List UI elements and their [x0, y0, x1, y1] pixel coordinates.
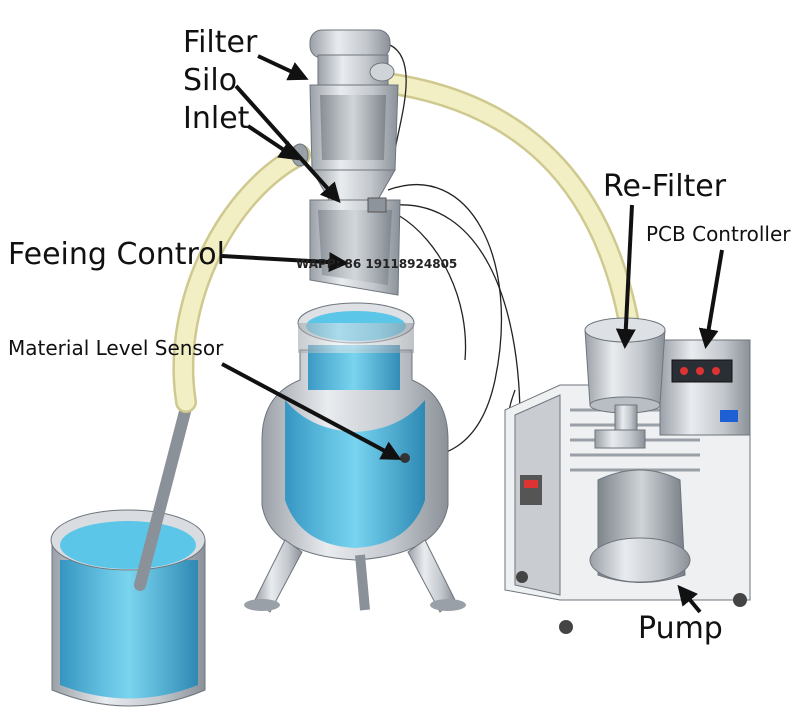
label-re-filter: Re-Filter: [603, 169, 727, 204]
label-filter: Filter: [183, 25, 258, 60]
label-pcb-controller: PCB Controller: [646, 222, 791, 246]
label-silo: Silo: [183, 63, 238, 98]
arrow-filter: [257, 54, 309, 81]
label-feeding-control: Feeing Control: [8, 237, 225, 272]
label-inlet: Inlet: [183, 101, 250, 136]
arrow-inlet: [246, 124, 300, 161]
re-filter-unit: [584, 317, 666, 449]
arrow-material-level-sensor: [221, 362, 402, 460]
arrow-pump: [677, 584, 702, 614]
suction-lance: [134, 394, 194, 591]
arrow-feeding-control: [221, 252, 349, 273]
label-pump: Pump: [638, 611, 723, 646]
label-arrows: [221, 54, 724, 614]
label-material-level-sensor: Material Level Sensor: [8, 336, 224, 360]
pump-cabinet: [504, 339, 751, 634]
vacuum-hopper: [291, 29, 401, 296]
arrow-pcb-controller: [698, 249, 724, 349]
left-bucket: [50, 509, 206, 707]
watermark: WAPP: 86 19118924805: [296, 257, 458, 271]
middle-tank: [244, 302, 466, 613]
arrow-re-filter: [615, 204, 636, 349]
